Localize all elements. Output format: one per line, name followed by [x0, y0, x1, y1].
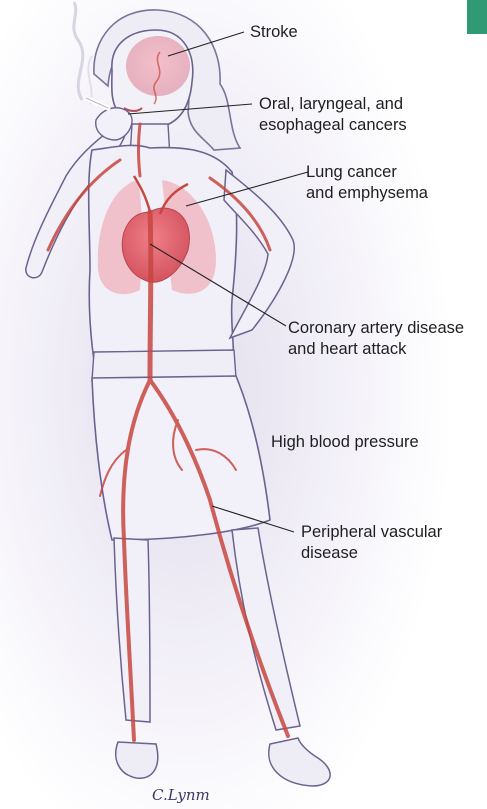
label-oral-line1: Oral, laryngeal, and: [259, 94, 403, 115]
hand-left: [96, 108, 132, 140]
label-pvd-line2: disease: [301, 543, 358, 564]
right-shoe: [269, 738, 330, 786]
right-leg: [232, 528, 300, 730]
smoke-wisp: [74, 2, 83, 100]
label-coronary-line1: Coronary artery disease: [288, 318, 464, 339]
label-stroke: Stroke: [250, 22, 298, 43]
label-coronary-line2: and heart attack: [288, 339, 406, 360]
label-pvd-line1: Peripheral vascular: [301, 522, 442, 543]
carotid-artery: [139, 124, 141, 176]
artist-signature: C.Lynm: [152, 786, 210, 804]
label-lung-line1: Lung cancer: [306, 162, 397, 183]
label-lung-line2: and emphysema: [306, 183, 428, 204]
left-shoe: [116, 742, 158, 778]
aorta: [150, 212, 151, 380]
label-high-blood-pressure: High blood pressure: [271, 432, 419, 453]
label-oral-line2: esophageal cancers: [259, 115, 407, 136]
